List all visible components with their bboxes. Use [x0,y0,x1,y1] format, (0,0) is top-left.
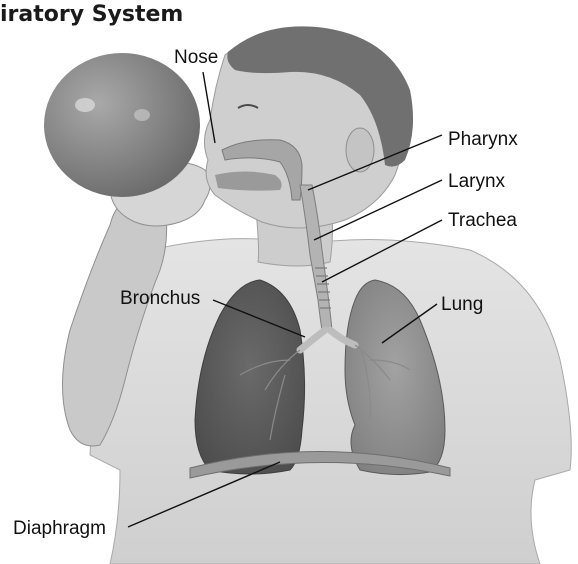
ear [346,128,374,172]
label-nose: Nose [174,47,218,68]
label-trachea: Trachea [448,210,517,231]
label-larynx: Larynx [448,171,506,192]
label-pharynx: Pharynx [448,129,518,150]
mouth-cavity [215,172,282,191]
diagram-title: iratory System [0,2,183,27]
label-bronchus: Bronchus [120,288,200,309]
label-diaphragm: Diaphragm [13,518,106,539]
balloon [44,53,200,197]
balloon-highlight [75,98,95,112]
balloon-highlight [134,109,150,121]
label-lung: Lung [441,294,483,315]
